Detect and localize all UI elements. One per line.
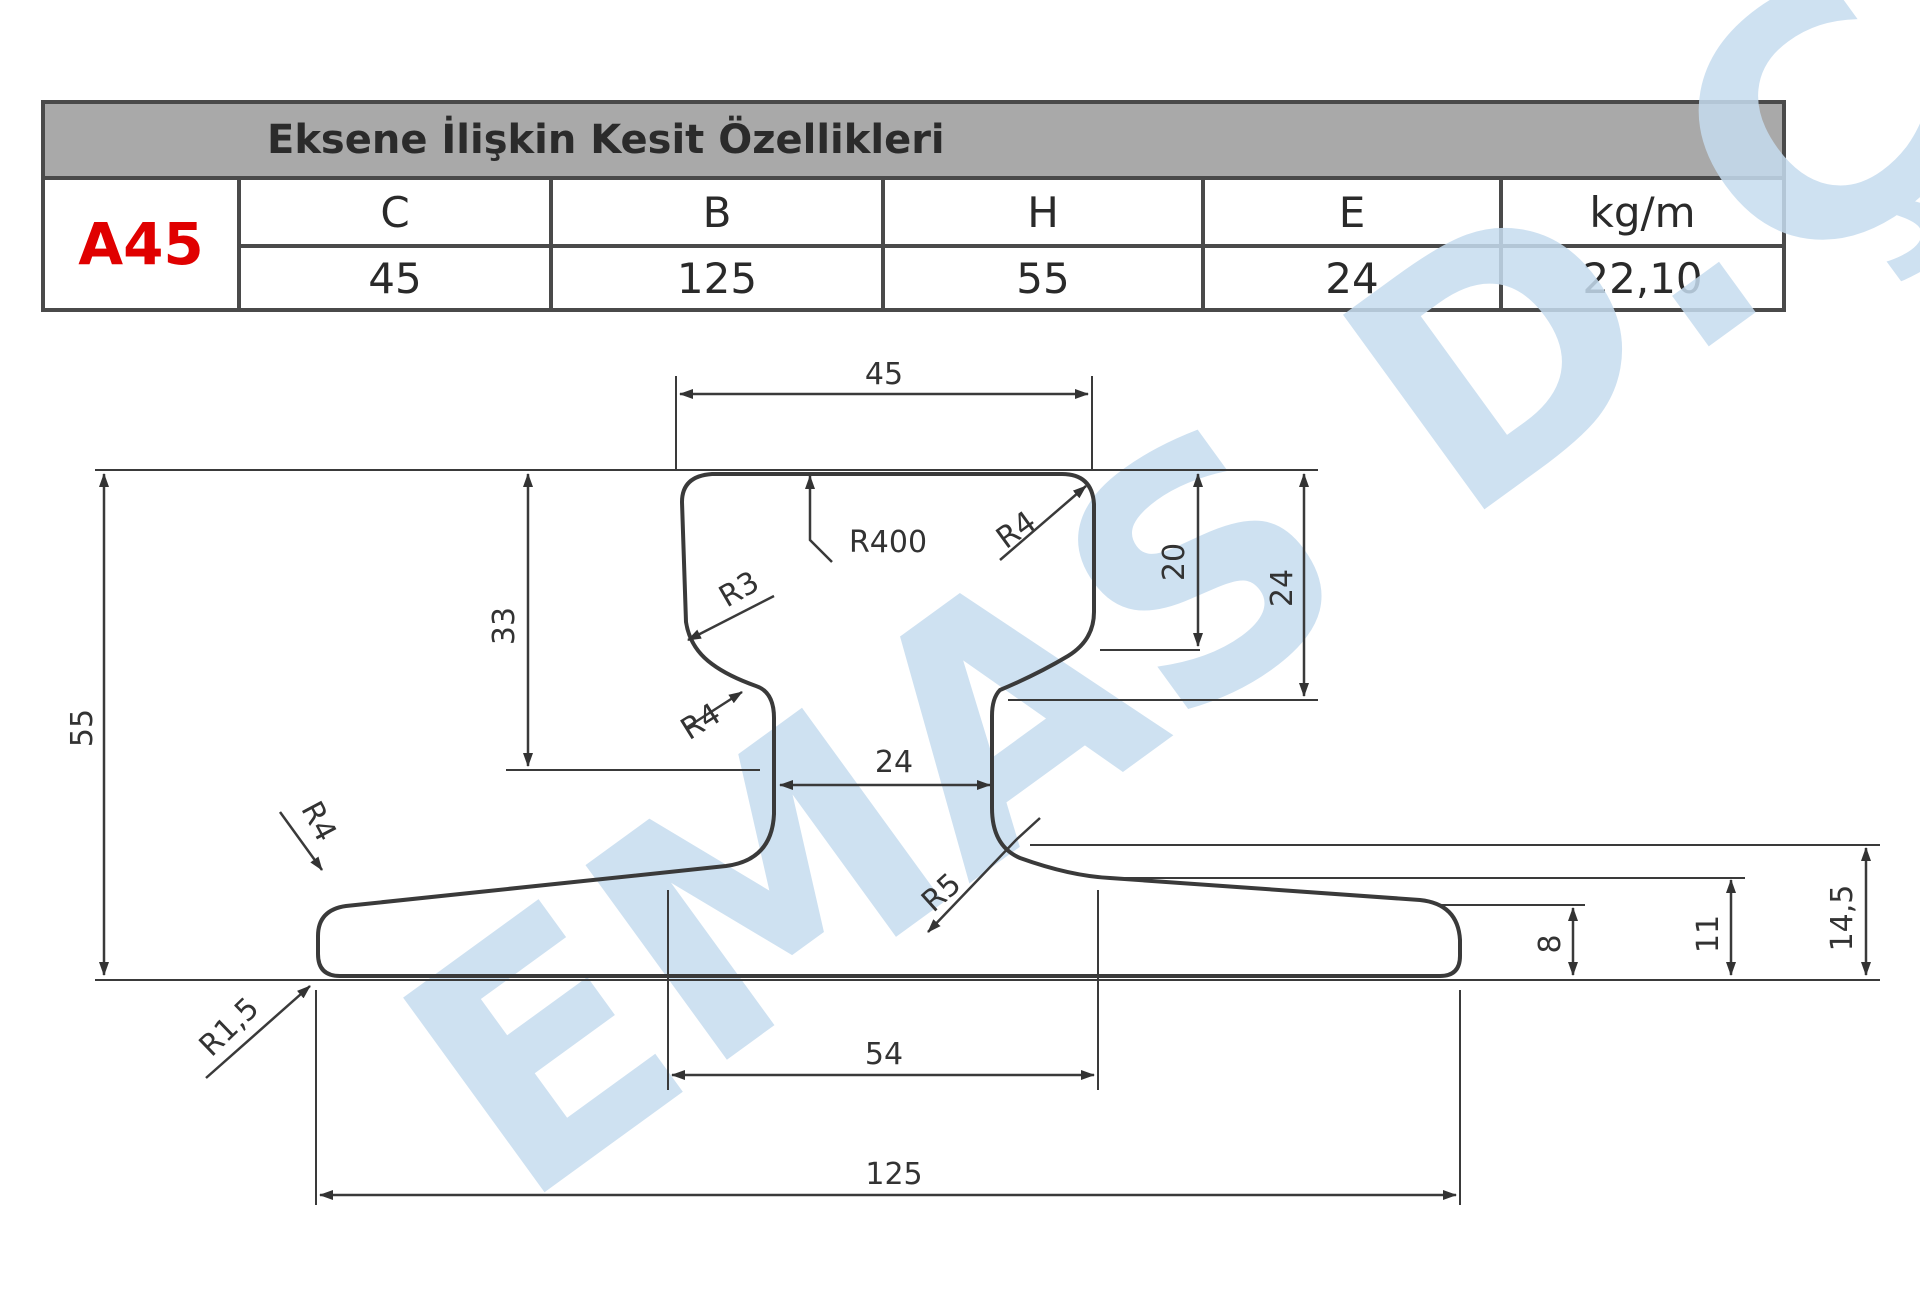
leader-foot-top <box>278 811 324 871</box>
header-b: B <box>549 176 885 248</box>
leader-head-underside <box>687 594 775 642</box>
label-top-width: 45 <box>865 357 903 392</box>
dimension-lines <box>95 376 1880 1205</box>
label-r-foot-base: R1,5 <box>193 991 267 1064</box>
rail-profile <box>316 472 1462 978</box>
label-base-width: 125 <box>865 1157 922 1192</box>
value-kgm: 22,10 <box>1498 244 1787 312</box>
label-head-to-web: 33 <box>487 607 522 645</box>
value-b: 125 <box>549 244 885 312</box>
watermark: EMAS D.Ç. <box>340 0 1920 1273</box>
leader-web-root <box>927 817 1041 933</box>
leader-head-corner <box>999 485 1087 561</box>
header-e: E <box>1201 176 1503 248</box>
leader-web-top <box>685 690 743 730</box>
label-head-height: 20 <box>1157 543 1192 581</box>
label-foot-mid: 11 <box>1691 915 1726 953</box>
header-kgm: kg/m <box>1498 176 1787 248</box>
leader-crown <box>805 475 833 563</box>
value-h: 55 <box>881 244 1205 312</box>
label-head-overall: 24 <box>1265 569 1300 607</box>
watermark-text: EMAS D.Ç. <box>340 0 1920 1273</box>
header-h: H <box>881 176 1205 248</box>
rail-outline <box>316 472 1462 978</box>
label-foot-span: 54 <box>865 1037 903 1072</box>
label-foot-root: 14,5 <box>1825 885 1860 952</box>
radius-leaders <box>205 475 1087 1079</box>
label-foot-tip: 8 <box>1533 934 1568 953</box>
section-properties-table: Eksene İlişkin Kesit Özellikleri A45 C B… <box>40 100 1787 312</box>
header-c: C <box>237 176 553 248</box>
value-e: 24 <box>1201 244 1503 312</box>
label-total-height: 55 <box>65 709 100 747</box>
table-title: Eksene İlişkin Kesit Özellikleri <box>40 100 1787 180</box>
leader-foot-base <box>205 985 311 1079</box>
profile-code: A45 <box>41 176 241 312</box>
label-r-crown: R400 <box>849 525 927 560</box>
label-r-head-underside: R3 <box>713 565 765 615</box>
label-web-width: 24 <box>875 745 913 780</box>
value-c: 45 <box>237 244 553 312</box>
